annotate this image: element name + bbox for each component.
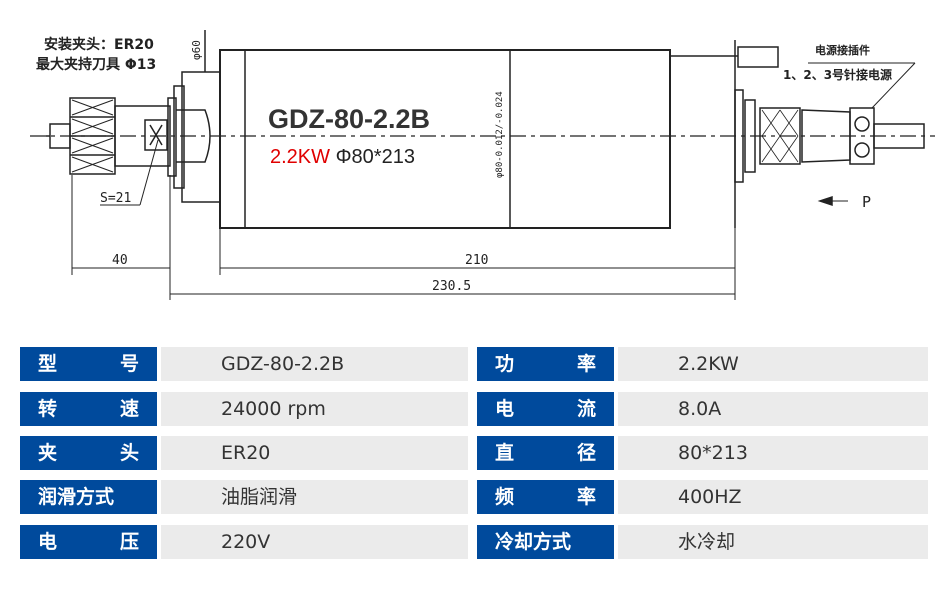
model-subtitle: 2.2KW Φ80*213 — [270, 146, 415, 169]
power-text: 2.2KW — [270, 146, 331, 168]
spec-label-text: 型 — [38, 353, 58, 375]
spec-label: 频率 — [477, 480, 614, 514]
spec-value: ER20 — [161, 436, 468, 470]
connector-note: 电源接插件 — [815, 44, 870, 57]
spec-label-text: 直 — [495, 442, 515, 464]
spec-label: 电压 — [20, 525, 157, 559]
spec-label-text: 电 — [495, 398, 515, 420]
spec-value: 2.2KW — [618, 347, 928, 381]
dim-s21: S=21 — [100, 191, 131, 206]
spec-value: 400HZ — [618, 480, 928, 514]
size-text: Φ80*213 — [335, 146, 415, 168]
spec-label: 冷却方式 — [477, 525, 614, 559]
spec-label-text: 功 — [495, 353, 515, 375]
dim-phi60: φ60 — [190, 40, 203, 60]
spec-label-text: 速 — [119, 398, 139, 420]
spec-value: 220V — [161, 525, 468, 559]
spec-label-text: 径 — [576, 442, 596, 464]
chuck-note: 安装夹头：ER20 — [44, 37, 154, 53]
spec-label-text: 流 — [576, 398, 596, 420]
spec-value: GDZ-80-2.2B — [161, 347, 468, 381]
spec-label: 转速 — [20, 392, 157, 426]
spec-value: 8.0A — [618, 392, 928, 426]
spec-label-text: 夹 — [38, 442, 58, 464]
dim-phi80: φ80-0.012/-0.024 — [495, 91, 505, 178]
spec-label: 型号 — [20, 347, 157, 381]
spec-label-text: 润滑方式 — [38, 486, 115, 508]
dim-210: 210 — [465, 253, 488, 268]
dim-40: 40 — [112, 253, 128, 268]
spec-label-text: 压 — [119, 531, 139, 553]
spec-label-text: 冷却方式 — [495, 531, 572, 553]
spindle-technical-drawing: 40 210 230.5 S=21 P φ60 φ80-0.012/-0.024 — [30, 30, 935, 300]
spec-label-text: 号 — [119, 353, 139, 375]
dim-230: 230.5 — [432, 279, 471, 294]
spec-value: 24000 rpm — [161, 392, 468, 426]
spec-label: 夹头 — [20, 436, 157, 470]
spec-label: 直径 — [477, 436, 614, 470]
spec-label: 电流 — [477, 392, 614, 426]
max-tool-note: 最大夹持刀具 Φ13 — [36, 57, 157, 73]
spec-label: 润滑方式 — [20, 480, 157, 514]
spec-label-text: 转 — [38, 398, 58, 420]
spec-label-text: 率 — [576, 486, 596, 508]
spec-value: 水冷却 — [618, 525, 928, 559]
spec-value: 油脂润滑 — [161, 480, 468, 514]
view-p: P — [862, 193, 871, 211]
spec-value: 80*213 — [618, 436, 928, 470]
spec-label-text: 率 — [576, 353, 596, 375]
spec-label-text: 头 — [119, 442, 139, 464]
spec-label: 功率 — [477, 347, 614, 381]
spec-label-text: 频 — [495, 486, 515, 508]
spec-label-text: 电 — [38, 531, 58, 553]
pins-note: 1、2、3号针接电源 — [783, 68, 893, 82]
model-title: GDZ-80-2.2B — [268, 104, 431, 134]
